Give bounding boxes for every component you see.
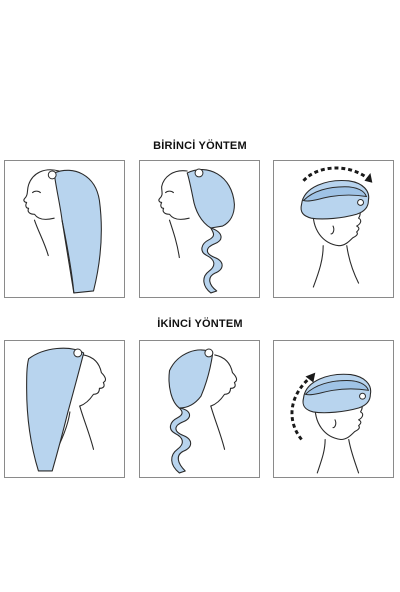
towel-wrapped-crown-illustration bbox=[290, 372, 372, 474]
towel-wrapped-crown-illustration bbox=[300, 166, 373, 288]
step-1-2-panel bbox=[139, 160, 260, 298]
towel-on-head-side-illustration bbox=[23, 169, 102, 294]
step-2-2-panel bbox=[139, 340, 260, 478]
method-1-title: BİRİNCİ YÖNTEM bbox=[153, 140, 247, 152]
towel-twisted-illustration bbox=[158, 168, 235, 294]
step-2-3-panel bbox=[273, 340, 394, 478]
step-1-1-panel bbox=[4, 160, 125, 298]
method-2-title: İKİNCİ YÖNTEM bbox=[157, 318, 243, 330]
step-2-1-panel bbox=[4, 340, 125, 478]
towel-twisted-tilted-illustration bbox=[168, 348, 238, 474]
towel-head-tilted-back-illustration bbox=[26, 347, 107, 472]
step-1-3-panel bbox=[273, 160, 394, 298]
